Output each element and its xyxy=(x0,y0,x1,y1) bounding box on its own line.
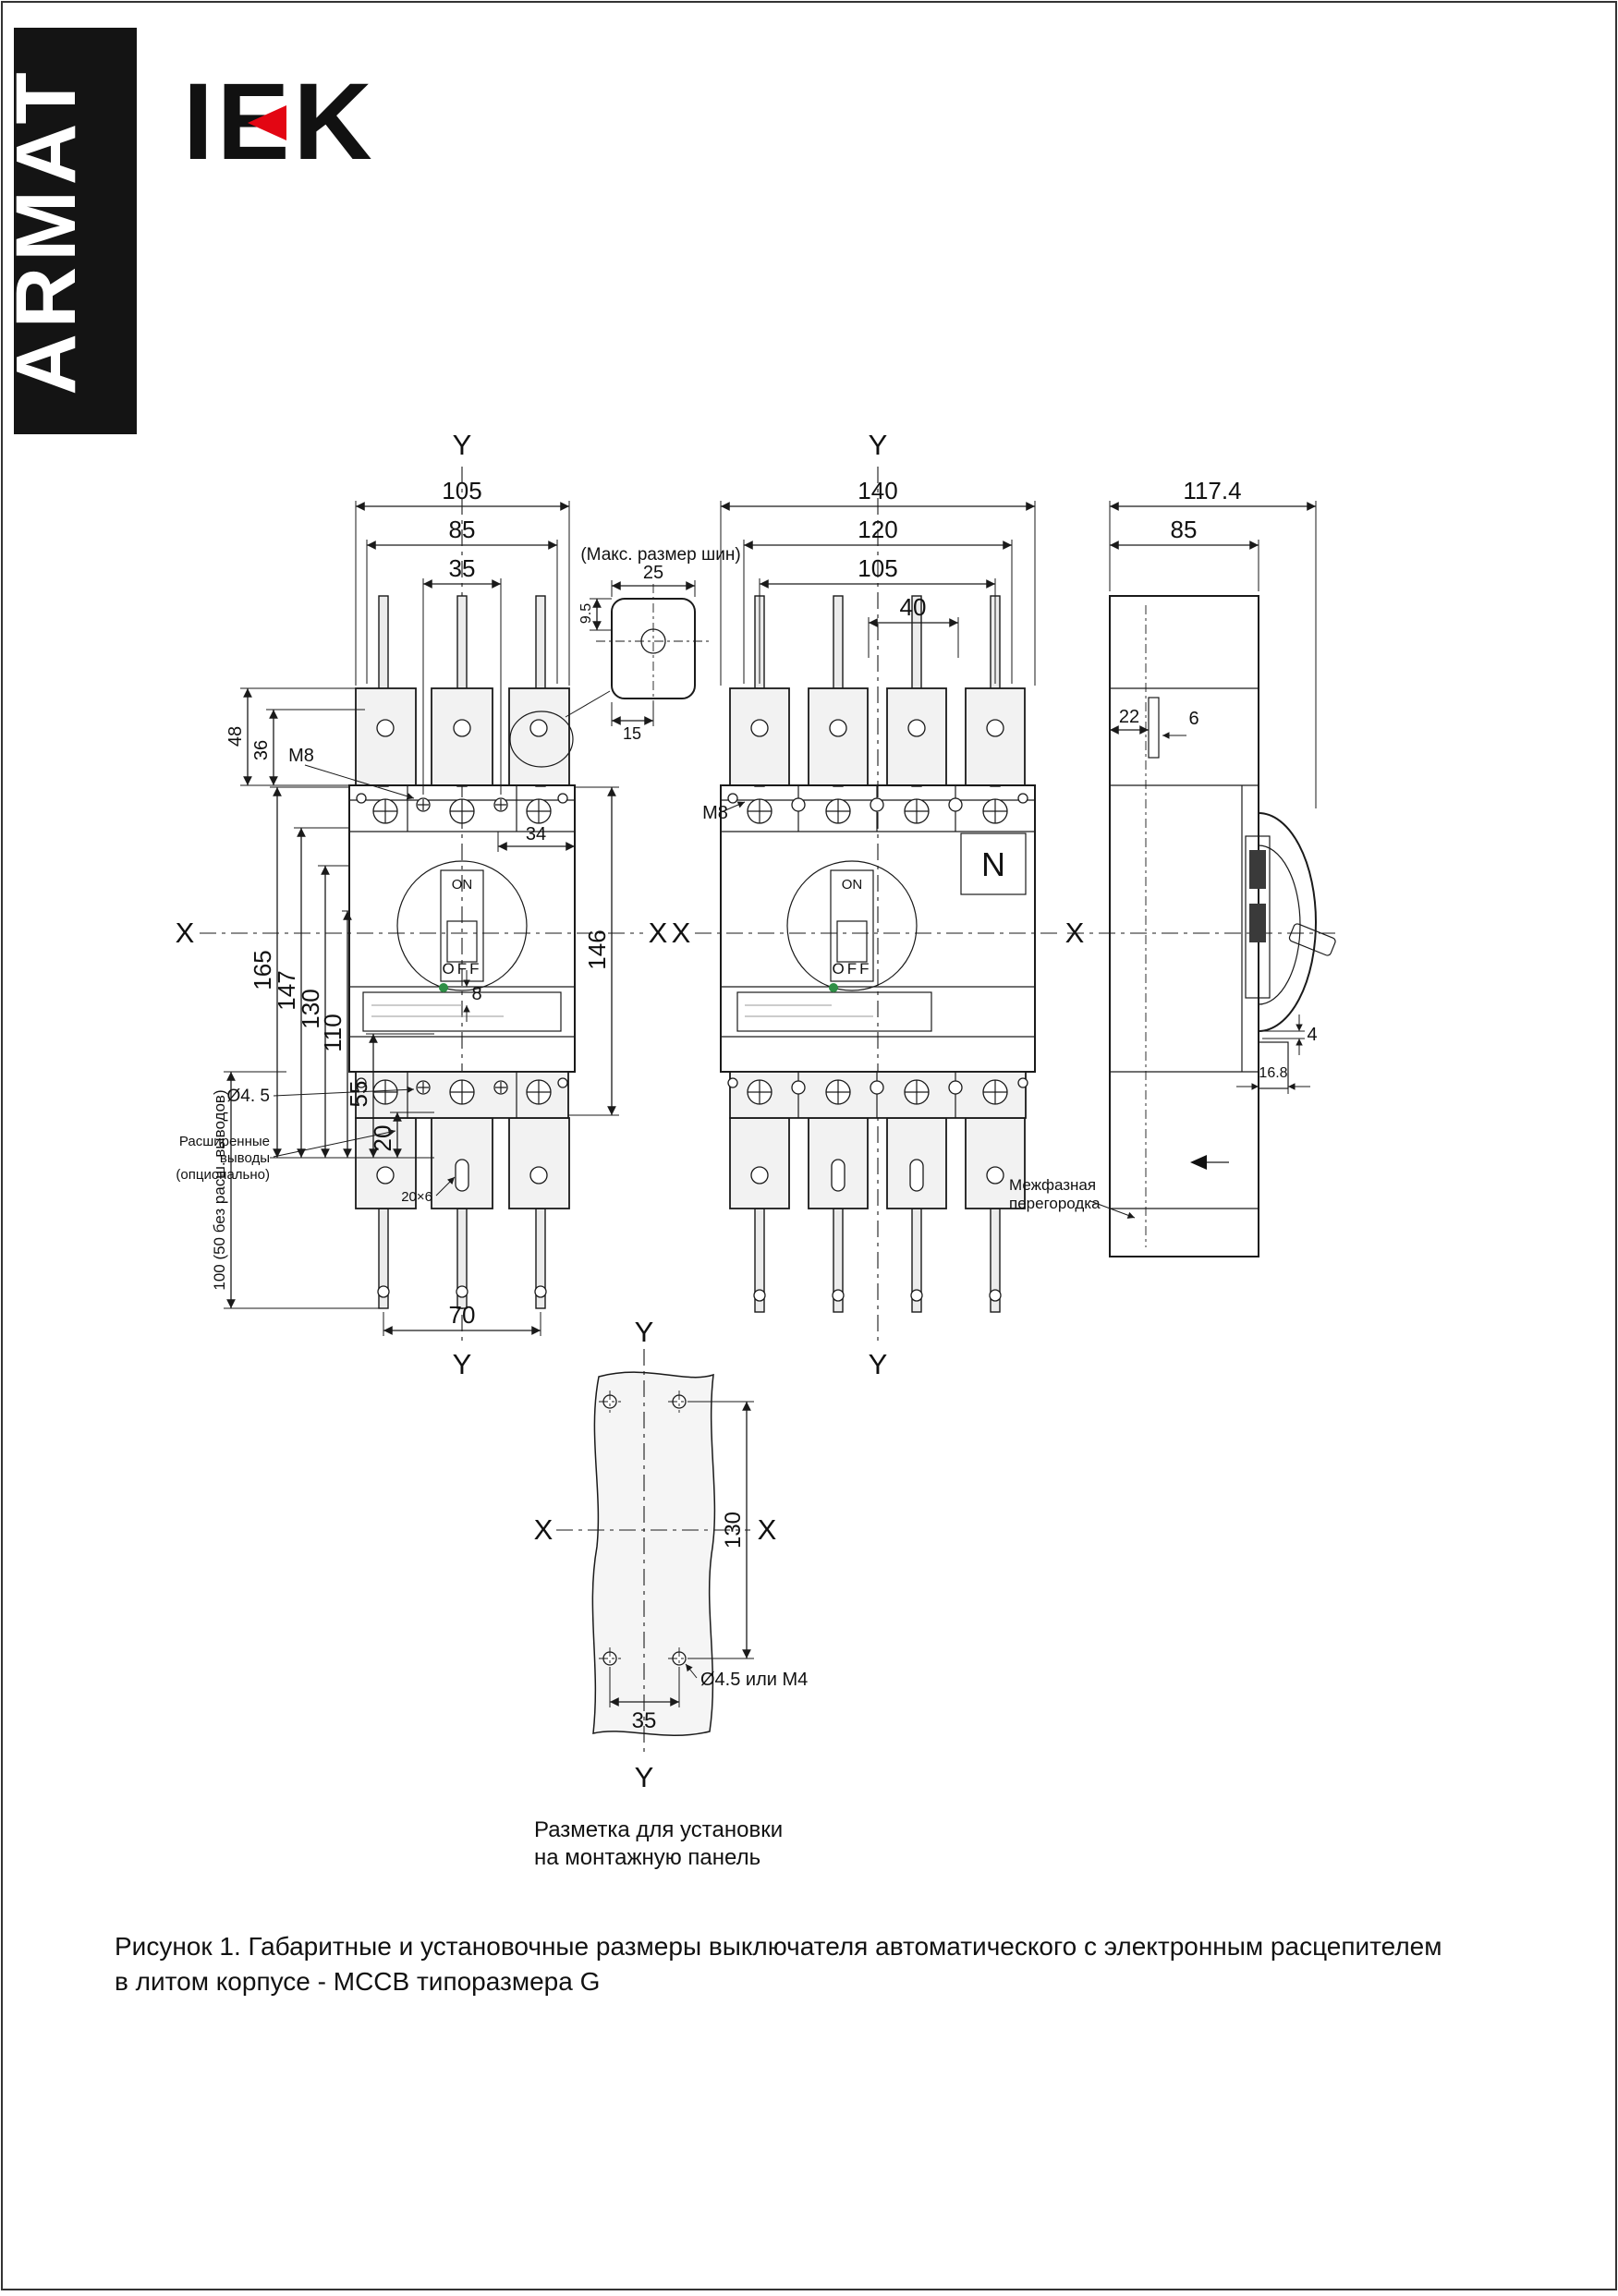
side-view-dimensions: 117.4 85 22 6 4 16.8 Межфазная перегород… xyxy=(1009,477,1318,1219)
dim-48: 48 xyxy=(225,726,246,747)
panel-caption-1: Разметка для установки xyxy=(534,1817,783,1842)
panel-axis-y-bottom: Y xyxy=(635,1761,654,1793)
front-axis-x-right: X xyxy=(649,917,668,949)
panel-caption-2: на монтажную панель xyxy=(534,1845,760,1870)
dim-35: 35 xyxy=(449,554,476,582)
four-pole-axis-y-bottom: Y xyxy=(869,1348,888,1380)
dim-105-4p: 105 xyxy=(858,554,897,582)
four-pole-terminal-tabs xyxy=(729,687,1026,1209)
note-barrier-1: Межфазная xyxy=(1009,1176,1096,1194)
dim-100-ext: 100 (50 без расш. выводов) xyxy=(211,1089,228,1290)
four-pole-toggle: ON OFF xyxy=(786,860,918,992)
side-view-direction-arrow-icon xyxy=(1190,1155,1229,1170)
side-view: 117.4 85 22 6 4 16.8 Межфазная перегород… xyxy=(1009,477,1336,1257)
label-hole-dia: Ø4. 5 xyxy=(227,1087,270,1106)
iek-logo: IEK xyxy=(183,61,372,183)
panel-axis-x-left: X xyxy=(534,1513,554,1546)
brand-banner: ARMAT xyxy=(0,28,137,434)
dim-25: 25 xyxy=(643,563,663,583)
dim-147: 147 xyxy=(273,970,300,1010)
dim-8: 8 xyxy=(471,984,481,1004)
front-view-on-label: ON xyxy=(452,877,473,893)
dim-120: 120 xyxy=(858,516,897,543)
dim-4: 4 xyxy=(1307,1025,1317,1045)
panel-dim-130: 130 xyxy=(721,1512,746,1549)
front-view-slot-20x6 xyxy=(455,1159,469,1192)
dim-85-side: 85 xyxy=(1171,516,1198,543)
front-axis-y-bottom: Y xyxy=(453,1348,472,1380)
side-view-handle-lever xyxy=(1288,923,1336,956)
brand-banner-bg xyxy=(14,28,137,434)
dim-9-5: 9.5 xyxy=(578,603,594,624)
note-ext-3: (опционально) xyxy=(176,1167,270,1183)
four-pole-trip-indicator-icon xyxy=(829,983,838,992)
panel-axis-y-top: Y xyxy=(635,1316,654,1348)
front-axis-x-left: X xyxy=(176,917,195,949)
dim-36: 36 xyxy=(251,740,272,760)
dim-6: 6 xyxy=(1188,709,1198,729)
brand-banner-text: ARMAT xyxy=(0,67,93,395)
front-view-dimensions: Y Y X X 105 85 35 48 36 M8 xyxy=(176,429,668,1380)
four-pole-case: N xyxy=(720,784,1036,1119)
busbar-detail: (Макс. размер шин) 25 9.5 15 xyxy=(509,545,741,768)
dim-15: 15 xyxy=(623,724,641,743)
label-neutral: N xyxy=(981,845,1005,883)
side-view-body xyxy=(1109,595,1259,1257)
label-slot-20x6: 20×6 xyxy=(401,1189,432,1205)
dim-34: 34 xyxy=(526,824,546,844)
four-pole-view: N ON OFF Y Y X X 14 xyxy=(672,429,1085,1380)
dim-55: 55 xyxy=(345,1081,372,1108)
mounting-panel-view: Y Y X X 130 35 Ø4.5 или М4 Разметка для … xyxy=(534,1316,809,1870)
front-view-terminal-tabs xyxy=(355,687,570,1209)
label-m8-front: M8 xyxy=(288,746,314,766)
panel-hole-label: Ø4.5 или М4 xyxy=(700,1670,808,1690)
front-view-off-label: OFF xyxy=(443,960,482,978)
figure-caption-line1: Рисунок 1. Габаритные и установочные раз… xyxy=(115,1932,1442,1961)
neutral-pole-box xyxy=(960,832,1027,895)
front-view: ON OFF Y Y X X 105 85 xyxy=(176,429,668,1380)
note-ext-1: Расширенные xyxy=(179,1134,270,1149)
side-view-slot xyxy=(1148,697,1160,759)
front-view-toggle: ON OFF xyxy=(396,860,528,992)
dim-117-4: 117.4 xyxy=(1183,477,1241,504)
front-axis-y-top: Y xyxy=(453,429,472,461)
mounting-panel-shape xyxy=(591,1371,716,1736)
busbar-detail-title: (Макс. размер шин) xyxy=(580,545,740,565)
dim-140: 140 xyxy=(858,477,897,504)
four-pole-on-label: ON xyxy=(842,877,863,893)
four-pole-axis-x-left: X xyxy=(672,917,691,949)
panel-dim-35: 35 xyxy=(632,1708,657,1733)
label-m8-four-pole: M8 xyxy=(702,803,728,823)
dim-22: 22 xyxy=(1119,707,1139,727)
dim-40: 40 xyxy=(900,593,927,621)
figure-caption-line2: в литом корпусе - МССВ типоразмера G xyxy=(115,1967,600,1996)
dim-130: 130 xyxy=(297,989,324,1028)
busbar-detail-callout-circle xyxy=(509,711,574,768)
dim-110: 110 xyxy=(319,1014,347,1051)
front-view-terminal-screws xyxy=(356,793,568,1105)
dim-146: 146 xyxy=(583,929,611,969)
four-pole-dimensions: Y Y X X 140 120 105 40 M8 xyxy=(672,429,1085,1380)
panel-axis-x-right: X xyxy=(758,1513,777,1546)
dim-165: 165 xyxy=(249,950,276,990)
dim-85: 85 xyxy=(449,516,476,543)
dim-20: 20 xyxy=(369,1125,396,1152)
four-pole-terminal-screws xyxy=(727,793,1028,1105)
figure-caption: Рисунок 1. Габаритные и установочные раз… xyxy=(115,1932,1442,1996)
four-pole-axis-y-top: Y xyxy=(869,429,888,461)
front-view-rating-label xyxy=(362,991,562,1032)
four-pole-off-label: OFF xyxy=(833,960,872,978)
iek-logo-triangle-icon xyxy=(248,105,286,140)
side-view-accessory-covers xyxy=(1245,835,1271,999)
dim-16-8: 16.8 xyxy=(1259,1065,1287,1081)
note-barrier-2: перегородка xyxy=(1009,1195,1101,1212)
dim-70: 70 xyxy=(449,1301,476,1329)
front-view-trip-indicator-icon xyxy=(439,983,448,992)
dim-105: 105 xyxy=(442,477,481,504)
side-view-handle xyxy=(1258,812,1336,1032)
front-view-toggle-handle xyxy=(446,920,478,963)
